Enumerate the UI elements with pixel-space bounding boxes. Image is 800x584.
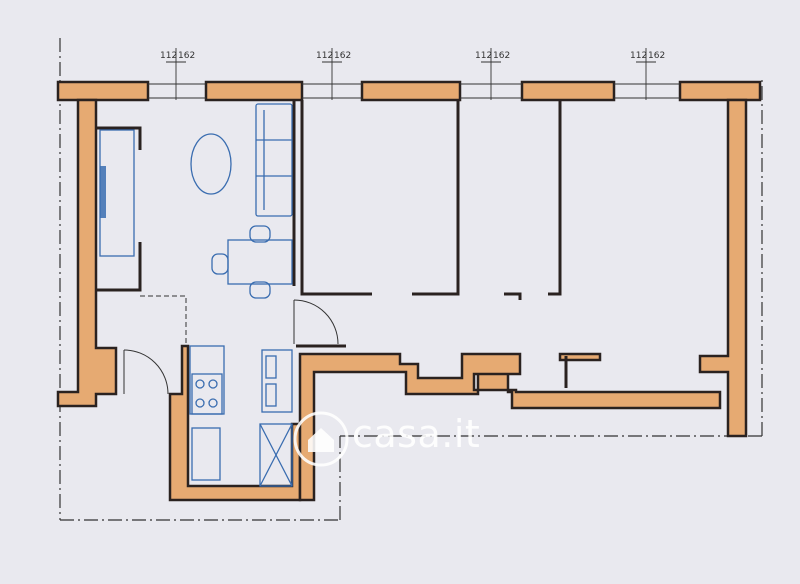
window-dim-4-top: 112 [630, 51, 647, 61]
wall-top-4 [520, 80, 616, 102]
door-living [293, 299, 339, 345]
window-dim-1-top: 112 [160, 51, 177, 61]
wall-lower [298, 352, 722, 502]
chair-left [211, 253, 229, 275]
fridge [191, 427, 221, 481]
partition-room1-right [412, 100, 460, 296]
sofa [255, 103, 293, 217]
doors [123, 299, 339, 395]
wall-left [56, 98, 118, 408]
wall-top-5 [678, 80, 762, 102]
casa-watermark: casa.it [290, 408, 530, 472]
door-entry [123, 349, 169, 395]
counter [189, 345, 225, 415]
window-dimensions: 112 162 112 162 112 162 112 162 [160, 48, 665, 100]
sink [261, 349, 293, 413]
chair-bottom [249, 281, 271, 299]
partition-room2-right [548, 100, 562, 296]
wall-top-3 [360, 80, 462, 102]
wall-top-1 [56, 80, 150, 102]
partition-closet-low [96, 242, 142, 292]
partition-closet [96, 126, 142, 150]
window-dim-2: 112 162 [316, 48, 351, 100]
plot-boundary [59, 38, 763, 521]
wall-stub [558, 352, 602, 362]
dining-table [227, 239, 293, 285]
walls [56, 80, 762, 502]
window-dim-4: 112 162 [630, 48, 665, 100]
shower [259, 423, 293, 487]
partition-room2 [504, 292, 522, 300]
opening-dashed [140, 295, 187, 346]
window-dim-4-bottom: 162 [648, 51, 665, 61]
tv-screen [100, 166, 106, 218]
watermark-text: casa.it [352, 412, 481, 456]
partitions [96, 100, 568, 388]
partition-room1 [300, 100, 372, 296]
window-dim-3: 112 162 [475, 48, 510, 100]
house-logo-icon [293, 411, 349, 467]
window-dim-2-bottom: 162 [334, 51, 351, 61]
chair-top [249, 225, 271, 243]
window-dim-3-top: 112 [475, 51, 492, 61]
window-dim-1: 112 162 [160, 48, 195, 100]
wall-right [698, 98, 748, 438]
furniture [99, 103, 293, 487]
window-dim-1-bottom: 162 [178, 51, 195, 61]
window-dim-2-top: 112 [316, 51, 333, 61]
stove [191, 373, 223, 415]
window-dim-3-bottom: 162 [493, 51, 510, 61]
rug [190, 133, 232, 195]
windows [148, 83, 680, 99]
wall-top-2 [204, 80, 304, 102]
